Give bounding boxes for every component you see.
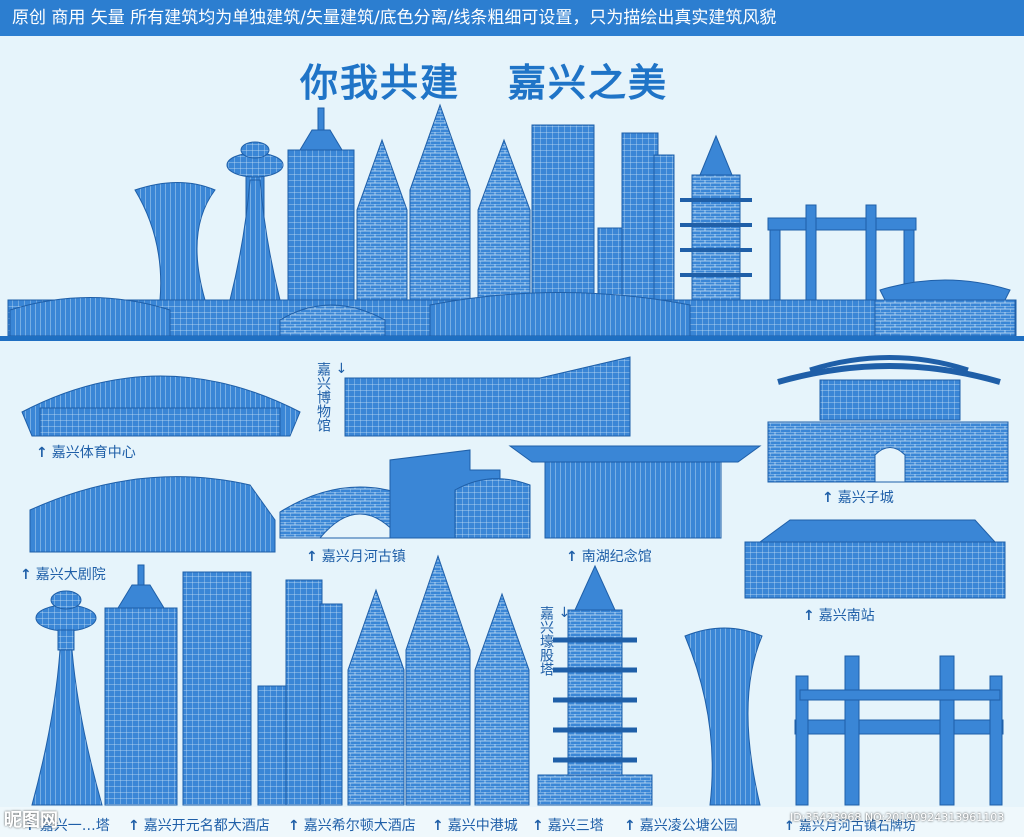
label-museum: 嘉兴博物馆	[313, 362, 349, 432]
watermark-id: ID:35423968 NO:20190924313961103	[790, 811, 1005, 824]
label-sports-center: 嘉兴体育中心	[36, 442, 136, 462]
page-title: 你我共建 嘉兴之美	[300, 52, 716, 107]
label-linggong: 嘉兴凌公塘公园	[624, 815, 738, 835]
label-zicheng: 嘉兴子城	[822, 487, 894, 507]
label-tower: 嘉兴一…塔	[24, 815, 110, 835]
watermark-logo: 昵图网	[4, 810, 58, 831]
middle-buildings	[21, 355, 1009, 599]
label-yuehe: 嘉兴月河古镇	[306, 546, 406, 566]
label-zhonggang: 嘉兴中港城	[432, 815, 518, 835]
top-banner: 原创 商用 矢量 所有建筑均为单独建筑/矢量建筑/底色分离/线条粗细可设置，只为…	[0, 0, 1024, 36]
label-paifang: 嘉兴月河古镇石牌坊	[784, 815, 916, 834]
section-divider	[0, 336, 1024, 341]
label-hotel1: 嘉兴开元名都大酒店	[128, 815, 270, 835]
label-theatre: 嘉兴大剧院	[20, 564, 106, 584]
top-skyline	[7, 103, 1017, 337]
label-hotel2: 嘉兴希尔顿大酒店	[288, 815, 416, 835]
label-haogu-tower: 嘉兴壕股塔	[536, 606, 572, 676]
title-right: 嘉兴之美	[508, 61, 669, 105]
label-nanhu: 南湖纪念馆	[566, 546, 652, 566]
label-santa: 嘉兴三塔	[532, 815, 604, 835]
title-left: 你我共建	[300, 61, 461, 105]
label-south-station: 嘉兴南站	[803, 605, 875, 625]
bottom-buildings	[31, 554, 1004, 806]
